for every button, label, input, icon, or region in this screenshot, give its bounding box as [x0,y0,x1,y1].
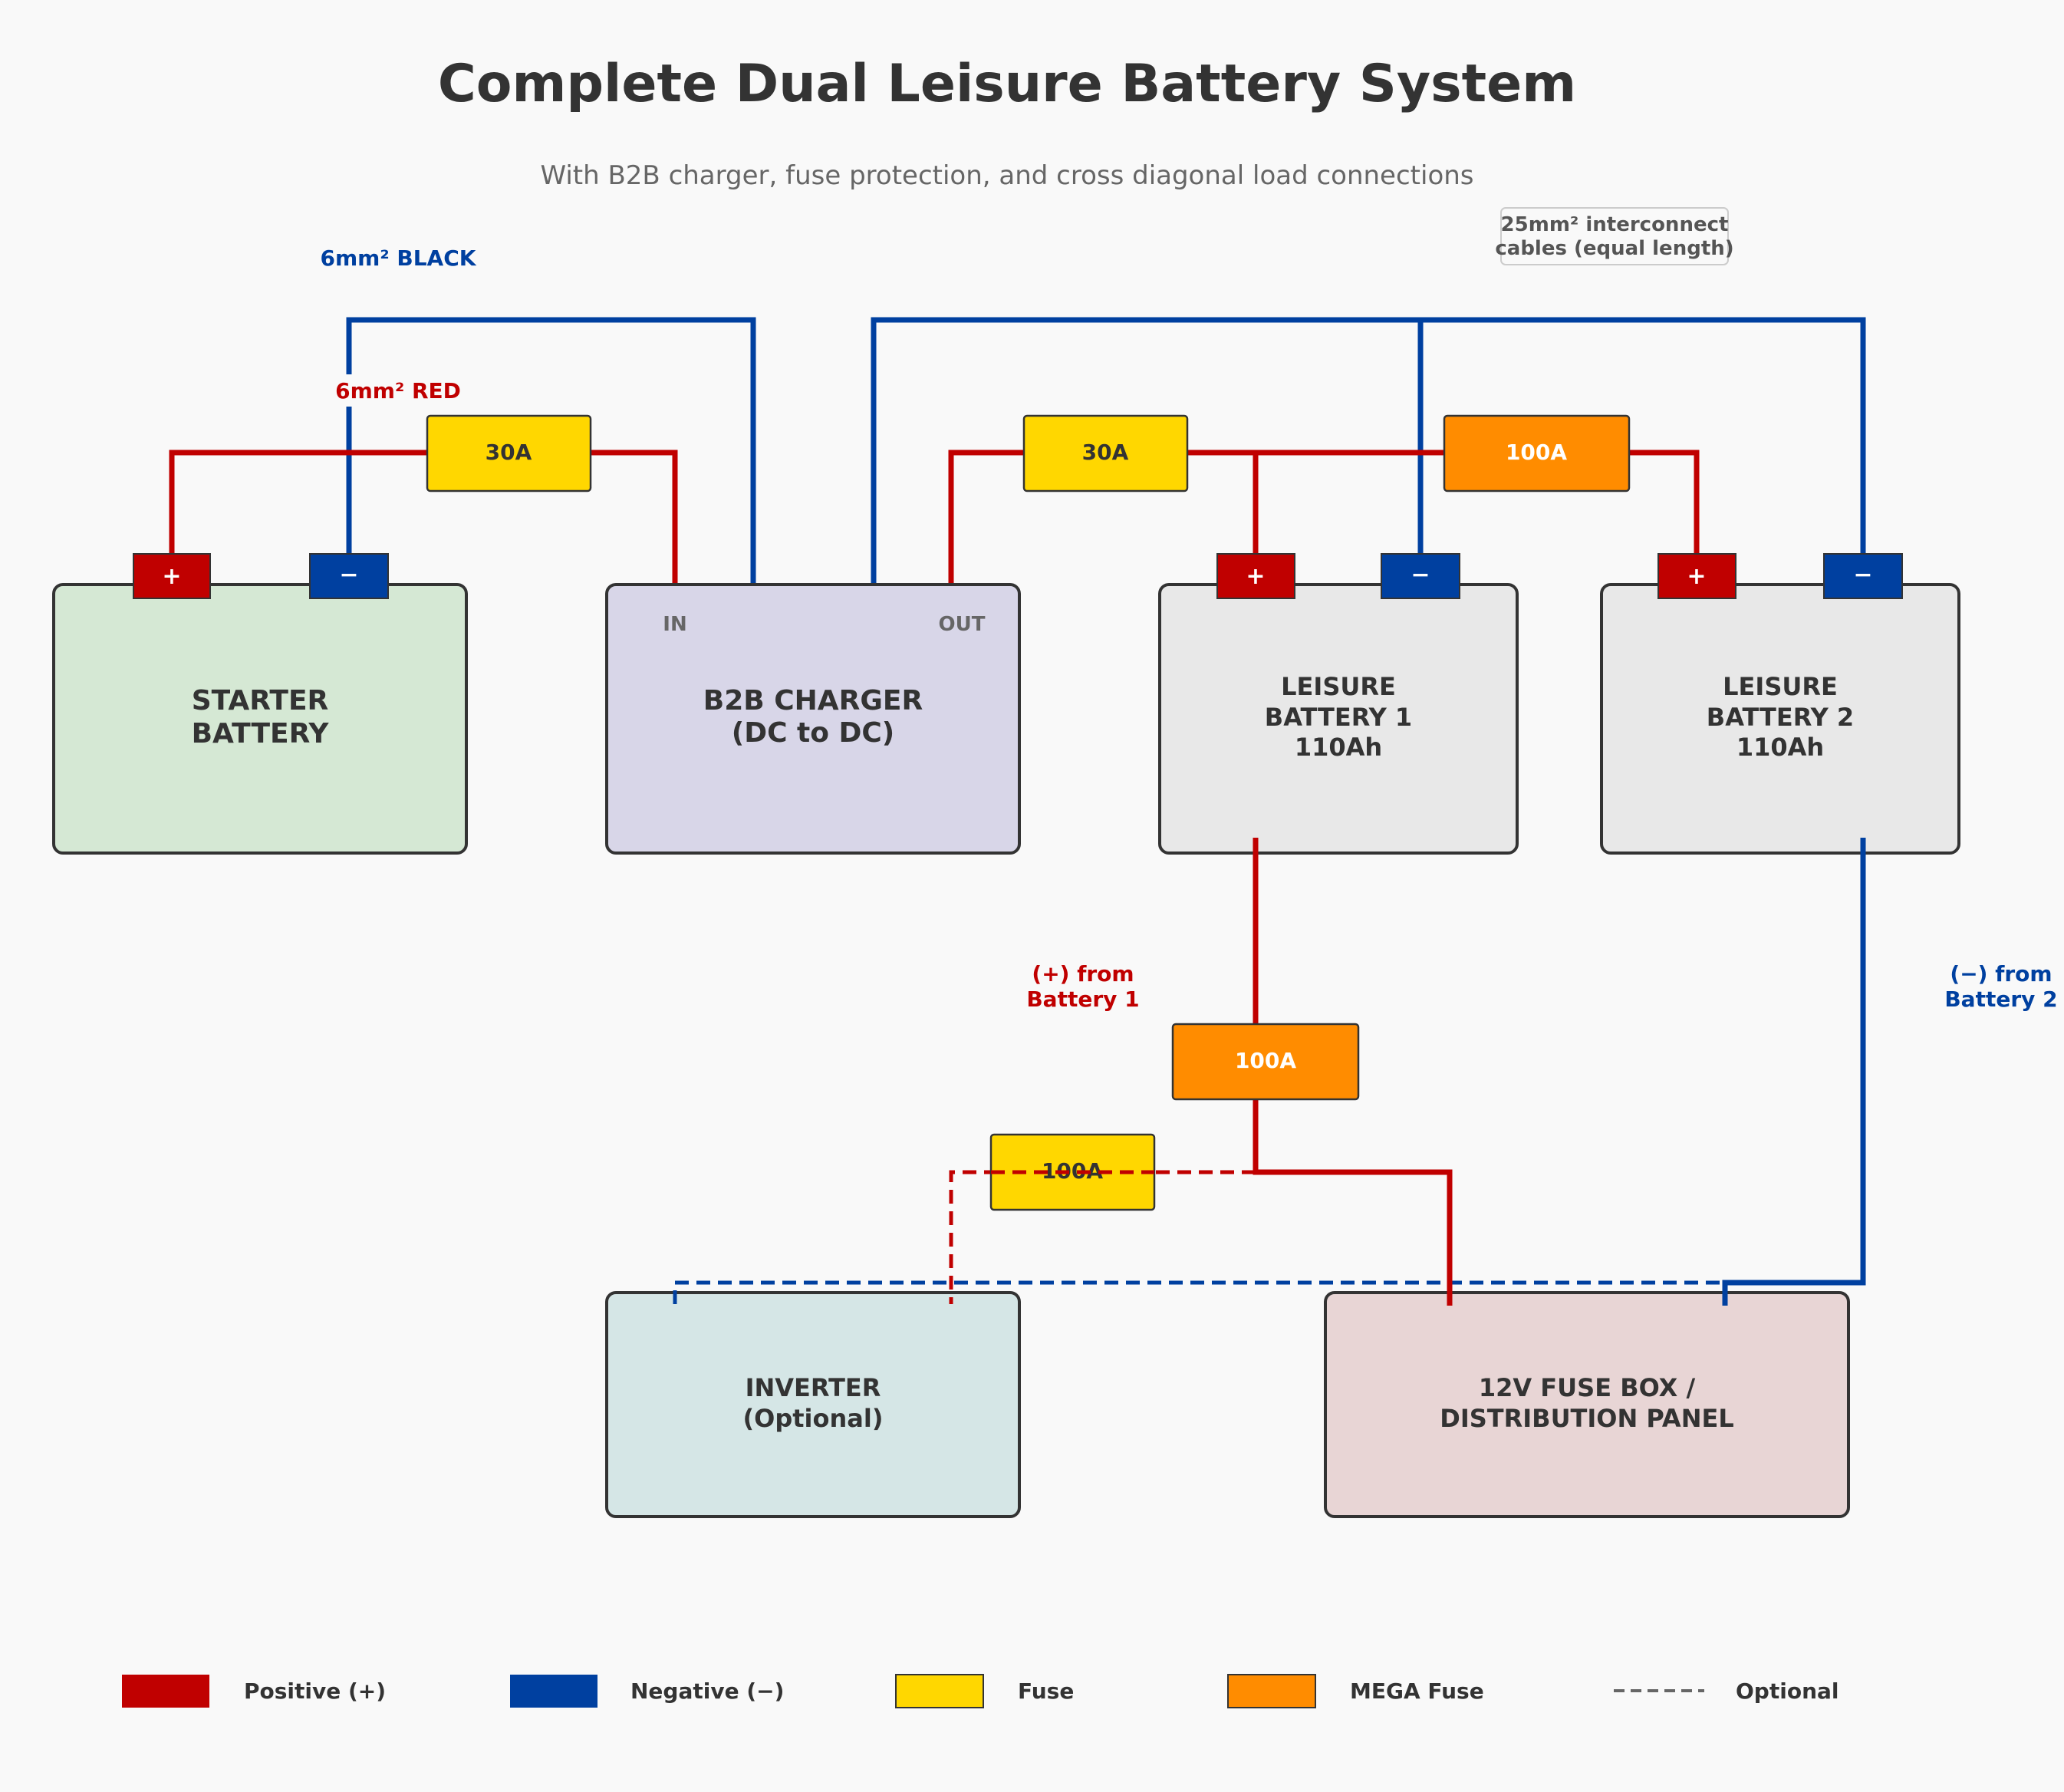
leisure1-label-1: LEISURE [1281,672,1396,701]
pos-from-label-2: Battery 1 [1026,987,1139,1012]
plus-sign: + [1687,563,1706,590]
legend-positive-swatch [122,1675,209,1708]
interconnect-note-line2: cables (equal length) [1495,237,1733,260]
legend-fuse-label: Fuse [1018,1678,1074,1704]
inverter-label-1: INVERTER [746,1373,881,1402]
wire-neg-battery2-fusebox [1722,838,1866,1306]
red-cable-label: 6mm² RED [335,378,461,404]
leisure2-label-3: 110Ah [1736,733,1824,762]
mega-fuse-interconnect-rating: 100A [1506,440,1567,465]
wire-pos-b2b-leisure [948,450,1700,600]
wire-optional-neg-inverter [673,1280,1725,1304]
minus-sign: − [1853,562,1872,588]
fusebox-label-1: 12V FUSE BOX / [1479,1373,1696,1402]
leisure-battery-1: LEISURE BATTERY 1 110Ah [1158,583,1519,855]
legend-negative-swatch [510,1675,597,1708]
plus-sign: + [162,563,181,590]
b2b-label-2: (DC to DC) [732,717,895,749]
fuse-box: 12V FUSE BOX / DISTRIBUTION PANEL [1324,1291,1850,1518]
mega-fuse-load: 100A [1171,1023,1360,1101]
legend-fuse-swatch [895,1674,984,1708]
leisure2-label-1: LEISURE [1723,672,1838,701]
minus-sign: − [339,562,358,588]
starter-negative-terminal: − [309,553,389,599]
legend-negative-label: Negative (−) [630,1678,784,1704]
leisure2-negative-terminal: − [1823,553,1903,599]
b2b-out-port: OUT [939,613,986,636]
wire-neg-b2b-leisure [871,317,1866,600]
minus-sign: − [1411,562,1430,588]
wire-pos-starter-b2b [169,450,678,600]
legend-mega-fuse-swatch [1227,1674,1316,1708]
leisure1-negative-terminal: − [1381,553,1460,599]
diagram-title: Complete Dual Leisure Battery System [438,54,1576,114]
leisure1-label-2: BATTERY 1 [1265,703,1412,732]
inverter: INVERTER (Optional) [605,1291,1021,1518]
pos-from-label-1: (+) from [1032,961,1134,987]
mega-fuse-interconnect: 100A [1443,414,1631,492]
fuse-inverter-rating: 100A [1042,1158,1103,1184]
fuse-starter-b2b-rating: 30A [486,440,532,465]
starter-battery-label-2: BATTERY [192,718,330,749]
leisure2-positive-terminal: + [1657,553,1736,599]
neg-from-label-1: (−) from [1950,961,2052,987]
plus-sign: + [1246,563,1265,590]
diagram-subtitle: With B2B charger, fuse protection, and c… [540,160,1473,191]
b2b-in-port: IN [663,613,686,636]
legend: Positive (+) Negative (−) Fuse MEGA Fuse… [122,1674,1839,1708]
b2b-charger: IN OUT B2B CHARGER (DC to DC) [605,583,1021,855]
starter-battery-label-1: STARTER [192,685,329,716]
fusebox-label-2: DISTRIBUTION PANEL [1440,1404,1733,1433]
legend-optional-label: Optional [1736,1678,1839,1704]
black-cable-label: 6mm² BLACK [321,245,477,271]
mega-fuse-load-rating: 100A [1235,1048,1296,1073]
leisure1-label-3: 110Ah [1295,733,1382,762]
legend-positive-label: Positive (+) [244,1678,386,1704]
fuse-starter-b2b: 30A [426,414,592,492]
legend-mega-fuse-label: MEGA Fuse [1350,1678,1484,1704]
wire-optional-pos-inverter [949,1170,1256,1304]
interconnect-note: 25mm² interconnect cables (equal length) [1495,207,1734,265]
inverter-label-2: (Optional) [743,1404,884,1433]
neg-from-label-2: Battery 2 [1944,987,2057,1012]
leisure2-label-2: BATTERY 2 [1707,703,1854,732]
leisure-battery-2: LEISURE BATTERY 2 110Ah [1600,583,1960,855]
wire-pos-battery1-fusebox [1253,838,1453,1306]
starter-positive-terminal: + [133,553,211,599]
starter-battery: STARTER BATTERY [52,583,468,855]
leisure1-positive-terminal: + [1216,553,1295,599]
fuse-b2b-leisure: 30A [1022,414,1189,492]
fuse-b2b-leisure-rating: 30A [1082,440,1129,465]
b2b-label-1: B2B CHARGER [703,685,923,716]
wire-neg-starter-b2b [346,317,756,600]
interconnect-note-line1: 25mm² interconnect [1501,213,1729,236]
